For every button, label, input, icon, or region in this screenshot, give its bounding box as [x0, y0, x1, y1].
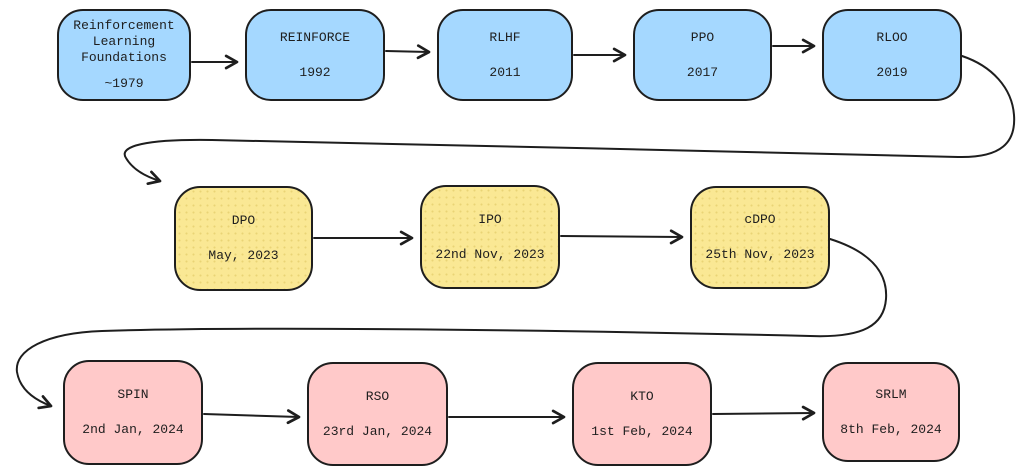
- node-date: ~1979: [104, 76, 144, 91]
- node-label: IPO: [478, 211, 502, 227]
- node-label: DPO: [231, 213, 256, 228]
- node-label: RSO: [365, 388, 390, 404]
- node-label: RLHF: [489, 29, 521, 45]
- node-dpo: DPO May, 2023: [174, 186, 313, 291]
- node-rso: RSO 23rd Jan, 2024: [307, 362, 448, 466]
- node-srlm: SRLM 8th Feb, 2024: [822, 362, 960, 462]
- node-label: SRLM: [875, 386, 907, 402]
- arrow-reinforce-to-rlhf: [385, 44, 431, 60]
- arrow-kto-to-srlm: [712, 405, 816, 421]
- node-date: 2017: [686, 64, 719, 80]
- node-date: 2011: [489, 64, 521, 80]
- node-label: KTO: [630, 388, 654, 404]
- node-label: PPO: [690, 29, 715, 45]
- node-label: RLOO: [876, 29, 908, 45]
- node-date: 23rd Jan, 2024: [322, 423, 433, 439]
- node-spin: SPIN 2nd Jan, 2024: [63, 360, 203, 465]
- node-date: 2019: [876, 64, 908, 80]
- node-label: Reinforcement Learning Foundations: [73, 18, 183, 65]
- node-date: May, 2023: [208, 248, 279, 263]
- arrow-spin-to-rso: [203, 409, 301, 425]
- node-date: 25th Nov, 2023: [705, 247, 815, 262]
- node-ppo: PPO 2017: [633, 9, 772, 101]
- node-cdpo: cDPO 25th Nov, 2023: [690, 186, 830, 289]
- node-rlhf: RLHF 2011: [437, 9, 573, 101]
- node-rl-foundations: Reinforcement Learning Foundations ~1979: [57, 9, 191, 101]
- node-ipo: IPO 22nd Nov, 2023: [420, 185, 560, 289]
- node-date: 1st Feb, 2024: [591, 423, 693, 439]
- node-date: 1992: [299, 64, 331, 80]
- node-date: 8th Feb, 2024: [840, 421, 942, 437]
- node-rloo: RLOO 2019: [822, 9, 962, 101]
- node-kto: KTO 1st Feb, 2024: [572, 362, 712, 466]
- node-label: SPIN: [117, 387, 149, 402]
- node-label: cDPO: [744, 212, 776, 227]
- node-reinforce: REINFORCE 1992: [245, 9, 385, 101]
- node-label: REINFORCE: [279, 29, 351, 45]
- node-date: 2nd Jan, 2024: [82, 422, 184, 437]
- arrow-ipo-to-cdpo: [560, 229, 684, 245]
- node-date: 22nd Nov, 2023: [435, 246, 545, 262]
